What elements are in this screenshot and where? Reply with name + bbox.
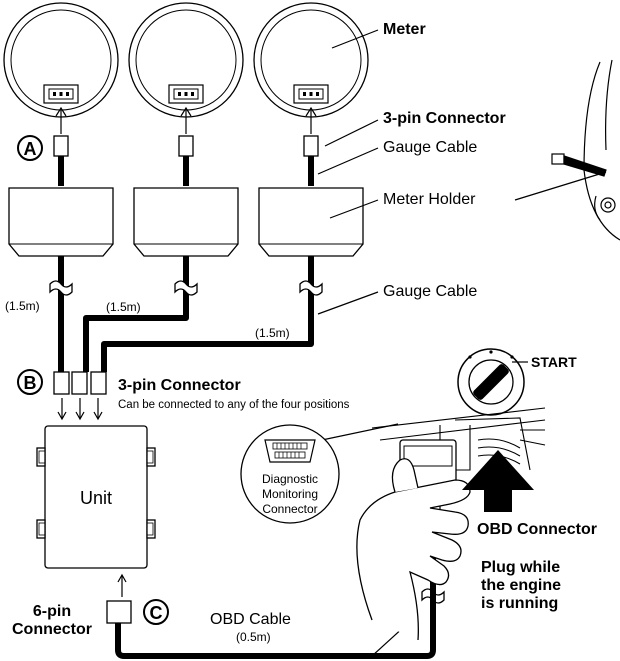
three-pin-connectors-top	[53, 135, 319, 157]
obd-connector-label: OBD Connector	[477, 521, 597, 538]
six-pin-label-line-1: 6-pin	[33, 603, 71, 620]
hand-illustration	[356, 458, 471, 641]
cable-break-marks	[49, 280, 445, 604]
start-label: START	[531, 354, 577, 370]
marker-b: B	[17, 369, 43, 395]
three-pin-connector-label-b: 3-pin Connector	[118, 377, 241, 394]
meter-holders	[8, 187, 364, 257]
cable-length-b: (1.5m)	[106, 300, 141, 314]
gauge-cables-lower	[58, 256, 314, 372]
gauge-cable-label-mid: Gauge Cable	[383, 283, 477, 300]
plug-note-line-3: is running	[481, 595, 558, 612]
obd-cable-length: (0.5m)	[236, 630, 271, 644]
obd-cable-label: OBD Cable	[210, 611, 291, 628]
unit-box	[36, 425, 156, 569]
cable-length-a: (1.5m)	[5, 299, 40, 313]
gauge-cable-label-top: Gauge Cable	[383, 139, 477, 156]
svg-text:B: B	[24, 373, 37, 393]
car-outline-illustration	[551, 59, 620, 241]
dashboard-underside-illustration	[371, 407, 546, 471]
cable-length-c: (1.5m)	[255, 326, 290, 340]
marker-a: A	[17, 135, 43, 161]
diagnostic-line-2: Monitoring	[262, 487, 318, 501]
connect-note: Can be connected to any of the four posi…	[118, 399, 350, 411]
three-pin-connector-label-top: 3-pin Connector	[383, 110, 506, 127]
gauge-cables-upper	[58, 156, 314, 186]
svg-text:C: C	[150, 603, 163, 623]
diagnostic-connector-callout	[240, 424, 340, 524]
six-pin-connector	[106, 600, 132, 624]
plug-note-line-1: Plug while	[481, 559, 560, 576]
obd-insert-arrow	[462, 450, 534, 512]
meter-label: Meter	[383, 21, 426, 38]
marker-c: C	[143, 599, 169, 625]
unit-plug-arrows	[57, 398, 103, 421]
obd-cable	[115, 440, 436, 659]
unit-label: Unit	[80, 488, 112, 508]
diagnostic-line-3: Connector	[262, 502, 317, 516]
meter-holder-label: Meter Holder	[383, 191, 476, 208]
ignition-key-icon	[457, 348, 525, 416]
three-pin-connectors-b	[53, 371, 107, 395]
plug-note-line-2: the engine	[481, 577, 561, 594]
six-pin-arrow	[117, 573, 127, 597]
meter-1	[3, 2, 119, 118]
meter-2	[128, 2, 244, 118]
meter-3	[253, 2, 369, 118]
six-pin-label-line-2: Connector	[12, 621, 92, 638]
svg-text:A: A	[24, 139, 37, 159]
diagnostic-line-1: Diagnostic	[262, 472, 318, 486]
meter-plug-arrows	[55, 106, 317, 134]
